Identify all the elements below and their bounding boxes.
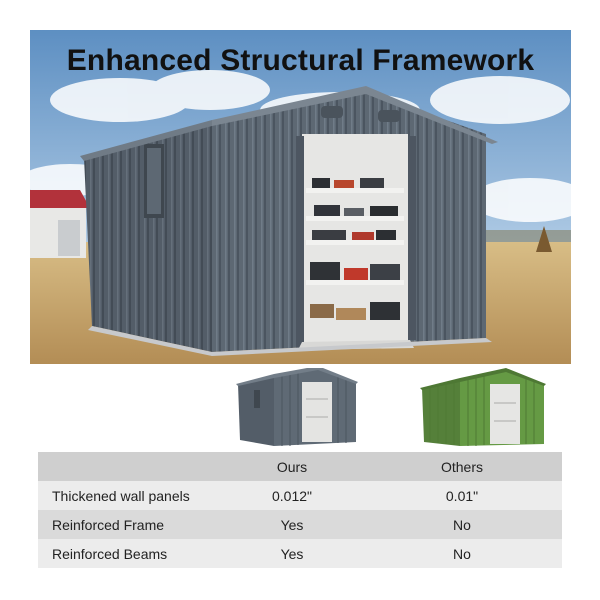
header-others: Others [362, 452, 562, 481]
ours-value: Yes [222, 539, 362, 568]
barn [30, 190, 90, 258]
feature-label: Reinforced Frame [38, 510, 222, 539]
feature-label: Thickened wall panels [38, 481, 222, 510]
ours-value: Yes [222, 510, 362, 539]
shed [80, 86, 498, 356]
others-value: No [362, 539, 562, 568]
ours-value: 0.012" [222, 481, 362, 510]
table-header-row: Ours Others [38, 452, 562, 481]
table-row: Thickened wall panels 0.012" 0.01" [38, 481, 562, 510]
thumbnail-others-shed [420, 368, 546, 448]
table-row: Reinforced Frame Yes No [38, 510, 562, 539]
shed-scene [30, 30, 571, 364]
comparison-table: Ours Others Thickened wall panels 0.012"… [38, 452, 562, 568]
others-value: 0.01" [362, 481, 562, 510]
table-row: Reinforced Beams Yes No [38, 539, 562, 568]
others-value: No [362, 510, 562, 539]
header-ours: Ours [222, 452, 362, 481]
header-feature [38, 452, 222, 481]
thumbnail-ours-shed [234, 366, 360, 448]
feature-label: Reinforced Beams [38, 539, 222, 568]
hero-image: Enhanced Structural Framework [30, 30, 571, 364]
hero-title: Enhanced Structural Framework [66, 44, 535, 77]
